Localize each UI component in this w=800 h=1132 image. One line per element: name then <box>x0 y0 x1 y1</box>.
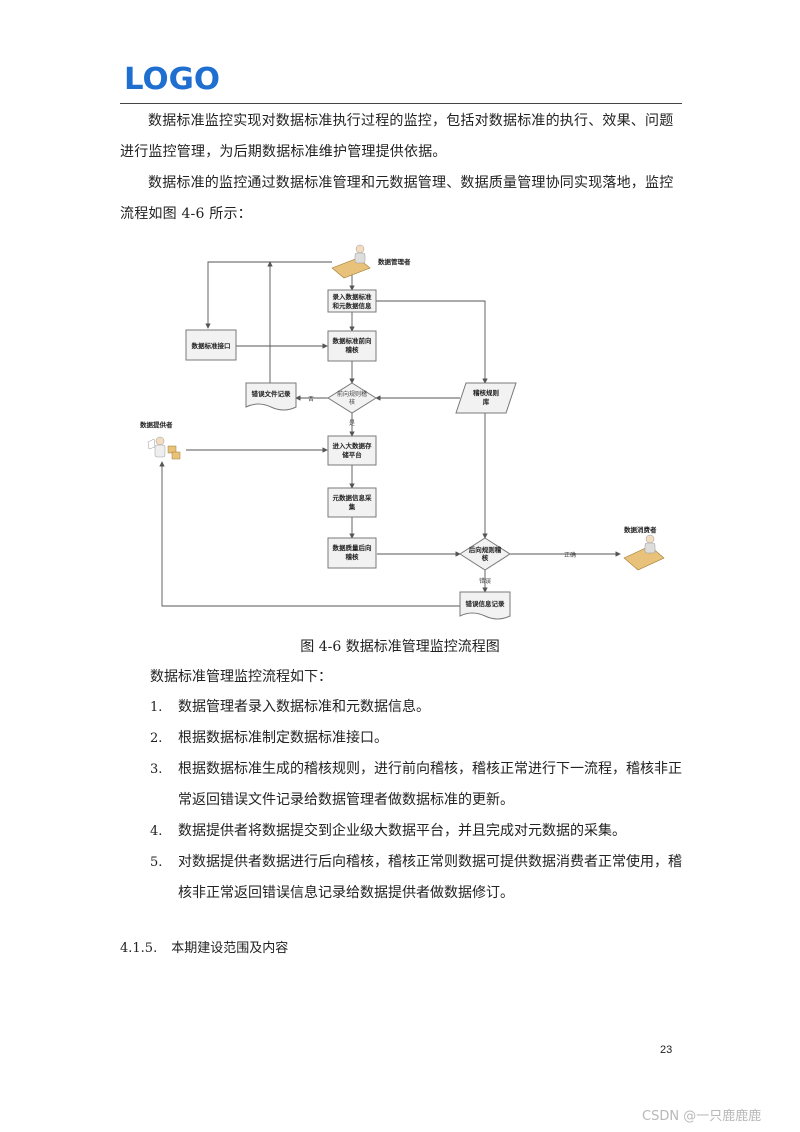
section-title: 本期建设范围及内容 <box>171 941 289 956</box>
node-metadata-collect-line1: 元数据信息采 <box>333 493 373 502</box>
process-step-list: 1. 数据管理者录入数据标准和元数据信息。 2. 根据数据标准制定数据标准接口。 3… <box>120 692 682 909</box>
node-forward-audit-line2: 稽核 <box>346 345 360 354</box>
list-item-number: 2. <box>150 731 163 746</box>
node-quality-audit-line1: 数据质量后向 <box>333 543 373 552</box>
paragraph-monitoring-intro: 数据标准监控实现对数据标准执行过程的监控，包括对数据标准的执行、效果、问题进行监… <box>120 113 674 160</box>
section-number: 4.1.5. <box>120 941 158 956</box>
list-item: 4. 数据提供者将数据提交到企业级大数据平台，并且完成对元数据的采集。 <box>120 816 682 847</box>
node-forward-audit-line1: 数据标准前向 <box>333 336 373 345</box>
node-backward-rule-line2: 核 <box>482 553 489 562</box>
list-item: 5. 对数据提供者数据进行后向稽核，稽核正常则数据可提供数据消费者正常使用，稽核非… <box>120 847 682 909</box>
list-item: 2. 根据数据标准制定数据标准接口。 <box>120 723 682 754</box>
node-input-std-line1: 录入数据标准 <box>333 292 373 301</box>
edge-manager-interface <box>205 261 332 329</box>
node-enter-platform-line2: 储平台 <box>341 450 362 459</box>
node-forward-rule-line2: 核 <box>349 398 355 406</box>
node-rule-lib-line2: 库 <box>483 397 490 406</box>
list-item-number: 5. <box>150 855 163 870</box>
data-provider-icon <box>147 436 181 460</box>
page-number: 23 <box>660 1044 673 1056</box>
node-enter-platform-line1: 进入大数据存 <box>333 441 373 450</box>
list-item-number: 4. <box>150 824 163 839</box>
list-item-number: 3. <box>150 762 163 777</box>
edge-label-normal: 正确 <box>564 551 576 559</box>
node-data-consumer: 数据消费者 <box>624 525 657 534</box>
node-quality-audit-line2: 稽核 <box>346 552 360 561</box>
edge-label-yes: 是 <box>349 420 355 427</box>
edge-label-error: 错误 <box>479 577 491 585</box>
node-error-file: 错误文件记录 <box>252 389 292 398</box>
node-metadata-collect-box <box>327 487 377 518</box>
node-data-provider: 数据提供者 <box>140 420 173 429</box>
node-forward-rule-diamond <box>327 382 377 414</box>
list-intro: 数据标准管理监控流程如下： <box>150 669 332 685</box>
list-item: 3. 根据数据标准生成的稽核规则，进行前向稽核，稽核正常进行下一流程，稽核非正常返… <box>120 754 682 816</box>
node-std-interface: 数据标准接口 <box>192 341 231 350</box>
node-error-info: 错误信息记录 <box>466 599 506 608</box>
figure-caption: 图 4-6 数据标准管理监控流程图 <box>300 639 500 655</box>
list-item-number: 1. <box>150 700 163 715</box>
node-input-std-box <box>327 289 377 313</box>
edge-input-rulelib <box>376 300 488 384</box>
node-rule-lib-shape <box>455 382 517 414</box>
node-backward-rule-line1: 后向规则稽 <box>469 545 502 554</box>
node-input-std-line2: 和元数据信息 <box>332 301 373 310</box>
list-item-text: 根据数据标准制定数据标准接口。 <box>178 730 388 746</box>
list-item-text: 数据管理者录入数据标准和元数据信息。 <box>178 699 430 715</box>
node-rule-lib-line1: 稽核规则 <box>473 388 500 397</box>
data-manager-icon <box>331 244 371 279</box>
section-heading: 4.1.5. 本期建设范围及内容 <box>120 937 288 956</box>
logo: LOGO <box>124 62 220 94</box>
node-enter-platform-box <box>327 435 377 466</box>
node-std-interface-box <box>185 329 237 361</box>
watermark: CSDN @一只鹿鹿鹿 <box>642 1109 762 1124</box>
list-item-text: 数据提供者将数据提交到企业级大数据平台，并且完成对元数据的采集。 <box>178 823 626 839</box>
node-metadata-collect-line2: 集 <box>348 502 356 511</box>
node-quality-audit-box <box>327 537 377 569</box>
node-backward-rule-diamond <box>459 537 511 571</box>
edge-errorinfo-provider <box>159 461 460 607</box>
node-data-manager: 数据管理者 <box>378 257 411 266</box>
monitoring-flowchart: 数据管理者 录入数据标准 和元数据信息 数据标准接口 数据标准前向 稽核 错误文… <box>140 244 665 620</box>
list-item: 1. 数据管理者录入数据标准和元数据信息。 <box>120 692 682 723</box>
edge-label-no: 否 <box>308 396 314 403</box>
list-item-text: 根据数据标准生成的稽核规则，进行前向稽核，稽核正常进行下一流程，稽核非正常返回错… <box>178 761 682 808</box>
node-error-info-shape <box>459 591 511 620</box>
node-forward-audit-box <box>327 330 377 362</box>
node-forward-rule-line1: 前向规则稽 <box>337 390 367 398</box>
data-consumer-icon <box>623 534 665 571</box>
list-item-text: 对数据提供者数据进行后向稽核，稽核正常则数据可提供数据消费者正常使用，稽核非正常… <box>178 854 682 901</box>
node-error-file-shape <box>245 382 297 411</box>
paragraph-monitoring-process: 数据标准的监控通过数据标准管理和元数据管理、数据质量管理协同实现落地，监控流程如… <box>120 175 674 222</box>
logo-text: LOGO <box>124 62 220 94</box>
header-divider <box>120 103 682 104</box>
